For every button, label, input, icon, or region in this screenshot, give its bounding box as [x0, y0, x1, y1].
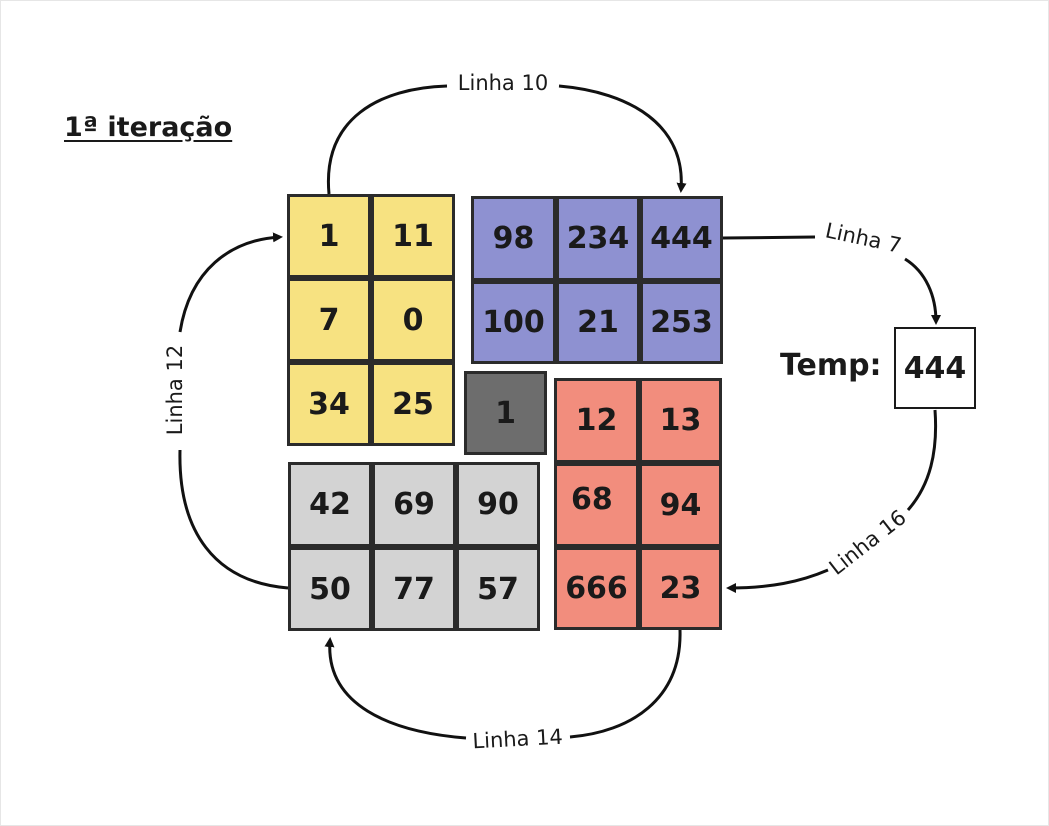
yellow-cell: 7 — [287, 278, 371, 362]
arrow-bottom-right-label: Linha 16 — [825, 505, 911, 580]
yellow-cell: 34 — [287, 362, 371, 446]
yellow-cell: 0 — [371, 278, 455, 362]
red-cell: 666 — [554, 547, 639, 630]
arrow-bottom — [330, 629, 682, 740]
arrow-top-label: Linha 10 — [458, 71, 548, 95]
blue-cell: 444 — [640, 196, 723, 281]
red-cell: 68 — [554, 463, 639, 547]
arrow-right — [722, 235, 936, 322]
blue-cell: 100 — [471, 281, 556, 364]
temp-box: 444 — [894, 327, 976, 409]
arrow-bottom-right — [729, 409, 938, 588]
page-title: 1ª iteração — [64, 112, 233, 143]
gray-cell: 42 — [288, 462, 372, 547]
blue-cell: 21 — [556, 281, 640, 364]
temp-label: Temp: — [780, 348, 882, 383]
arrow-left — [178, 237, 288, 590]
blue-cell: 253 — [640, 281, 723, 364]
arrow-bottom-label: Linha 14 — [472, 725, 564, 754]
gray-cell: 57 — [456, 547, 540, 631]
red-cell: 13 — [639, 378, 722, 463]
yellow-cell: 25 — [371, 362, 455, 446]
arrow-right-label: Linha 7 — [823, 218, 903, 257]
single-cell: 1 — [464, 371, 547, 455]
yellow-cell: 11 — [371, 194, 455, 278]
gray-cell: 90 — [456, 462, 540, 547]
red-cell: 12 — [554, 378, 639, 463]
gray-cell: 50 — [288, 547, 372, 631]
blue-cell: 98 — [471, 196, 556, 281]
blue-cell: 234 — [556, 196, 640, 281]
gray-cell: 77 — [372, 547, 456, 631]
red-cell: 94 — [639, 463, 722, 547]
arrow-left-label: Linha 12 — [163, 345, 187, 435]
gray-cell: 69 — [372, 462, 456, 547]
arrow-top — [326, 84, 681, 194]
